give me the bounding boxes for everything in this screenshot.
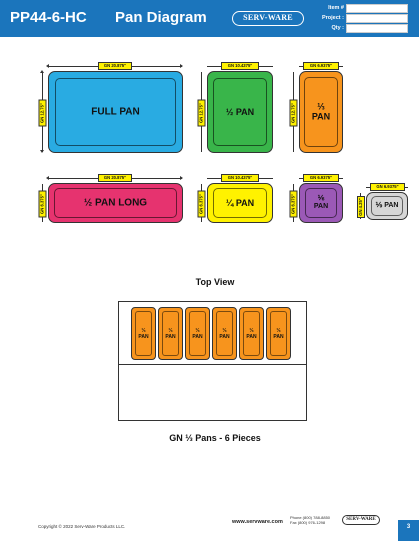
ninth-pan-label: ⅑ PAN [375,201,399,209]
sixth-pan: ⅙ PAN [299,183,343,223]
top-view-divider [118,364,307,365]
page-number: 3 [398,520,419,541]
footer-logo: SERV-WARE [342,515,380,525]
third-pan-word: PAN [311,112,331,122]
project-field[interactable] [346,13,408,23]
copyright: Copyright © 2022 Serv-Ware Products LLC. [38,524,126,529]
order-fields: Item # Project : Qty : [318,3,408,33]
half-pan: ½ PAN [207,71,273,153]
arrow-up-icon [40,70,45,73]
third-pan: ⅓ PAN [299,71,343,153]
item-field[interactable] [346,3,408,13]
half-long-pan: ½ PAN LONG [48,183,183,223]
sixth-depth-dim: GN 6.375" [289,190,298,218]
full-depth-dim: GN 12.75" [38,99,47,127]
quarter-depth-dim: GN 6.375" [197,190,206,218]
pan-word: PAN [219,333,230,340]
ninth-width-dim: GN 6.9375" [370,183,405,191]
halflong-depth-dim: GN 6.375" [38,190,47,218]
pan-fraction: ⅓ [249,327,254,334]
sixth-pan-fraction: ⅙ [317,194,325,202]
pan-fraction: ⅓ [195,327,200,334]
half-width-dim: GN 10.4375" [221,62,259,70]
third-depth-dim: GN 12.75" [289,99,298,127]
arrow-right-icon [180,176,183,181]
ninth-depth-dim: GN 4.25" [357,196,365,218]
halflong-width-dim: GN 20.875" [98,174,132,182]
full-pan-label: FULL PAN [91,106,140,118]
pan-word: PAN [246,333,257,340]
qty-label: Qty : [331,25,344,31]
phone-number: Phone (800) 788-8850 [290,515,331,520]
half-long-pan-label: ½ PAN LONG [83,197,148,209]
half-depth-dim: GN 12.75" [197,99,206,127]
half-pan-label: ½ PAN [225,106,255,117]
third-width-dim: GN 6.9375" [303,62,339,70]
pan-word: PAN [138,333,149,340]
page-header: PP44-6-HC Pan Diagram SERV-WARE Item # P… [0,0,419,37]
third-pan-fraction: ⅓ [317,101,325,112]
quarter-pan: ¼ PAN [207,183,273,223]
brand-logo: SERV-WARE [232,11,304,26]
top-view-caption: GN ⅓ Pans - 6 Pieces [169,433,261,443]
pan-word: PAN [192,333,203,340]
arrow-left-icon [46,64,49,69]
contact-info: Phone (800) 788-8850 Fax (800) 976-1298 [290,515,330,525]
arrow-down-icon [40,150,45,153]
pan-fraction: ⅓ [222,327,227,334]
qty-field[interactable] [346,23,408,33]
pan-word: PAN [165,333,176,340]
full-width-dim: GN 20.875" [98,62,132,70]
fax-number: Fax (800) 976-1298 [290,520,326,525]
page-title: Pan Diagram [115,9,207,26]
part-number: PP44-6-HC [10,9,87,26]
pan-fraction: ⅓ [141,327,146,334]
sixth-width-dim: GN 6.9375" [303,174,339,182]
third-pan-label: ⅓ PAN [300,102,342,123]
project-label: Project : [321,15,344,21]
quarter-width-dim: GN 10.4375" [221,174,259,182]
pan-fraction: ⅓ [168,327,173,334]
website-link[interactable]: www.servware.com [232,519,283,525]
full-pan: FULL PAN [48,71,183,153]
item-label: Item # [328,5,344,11]
top-view-title: Top View [195,277,235,287]
pan-word: PAN [273,333,284,340]
sixth-pan-word: PAN [313,203,329,210]
sixth-pan-label: ⅙ PAN [300,195,342,211]
quarter-pan-label: ¼ PAN [225,197,255,208]
arrow-right-icon [180,64,183,69]
arrow-left-icon [46,176,49,181]
ninth-pan: ⅑ PAN [366,192,408,220]
pan-fraction: ⅓ [276,327,281,334]
